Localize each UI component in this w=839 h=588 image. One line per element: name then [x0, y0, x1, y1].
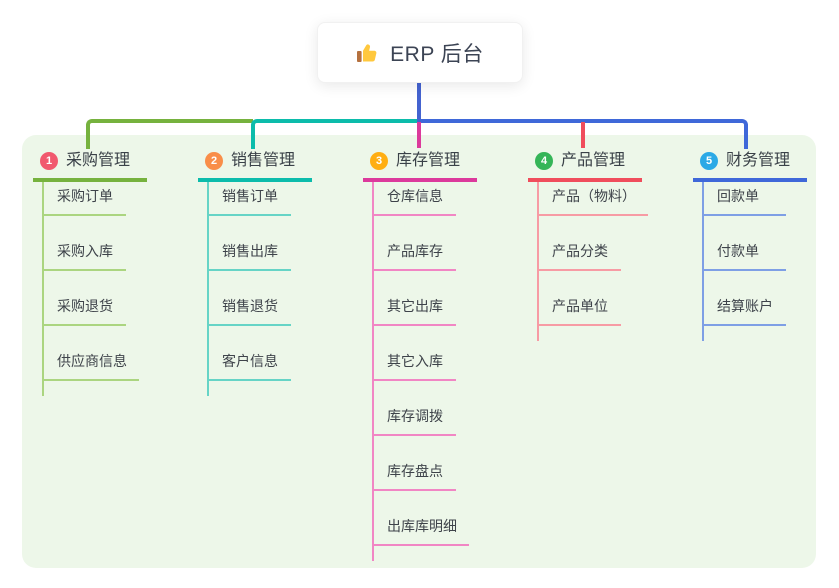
branch-header[interactable]: 5 财务管理	[693, 150, 807, 182]
branch-connector-line	[702, 182, 704, 341]
branch-number-badge: 2	[205, 151, 223, 170]
child-label: 仓库信息	[387, 188, 443, 204]
child-label: 其它入库	[387, 353, 443, 369]
child-label: 采购入库	[57, 243, 113, 259]
branch-label: 采购管理	[66, 152, 131, 169]
child-node[interactable]: 产品单位	[537, 296, 621, 326]
root-node[interactable]: ERP 后台	[317, 22, 523, 83]
branch-header[interactable]: 2 销售管理	[198, 150, 312, 182]
child-node[interactable]: 仓库信息	[372, 186, 456, 216]
branch-number-badge: 1	[40, 151, 58, 170]
child-node[interactable]: 供应商信息	[42, 351, 139, 381]
root-title: ERP 后台	[390, 42, 484, 66]
child-node[interactable]: 付款单	[702, 241, 786, 271]
branch-number-badge: 5	[700, 151, 718, 170]
child-node[interactable]: 客户信息	[207, 351, 291, 381]
branch-number-badge: 3	[370, 151, 388, 170]
child-label: 产品（物料）	[552, 188, 636, 204]
branch-3: 3 库存管理 仓库信息 产品库存 其它出库 其它入库 库存调拨 库存盘点 出库库…	[363, 150, 523, 561]
child-node[interactable]: 销售出库	[207, 241, 291, 271]
branch-connector-line	[372, 182, 374, 561]
child-label: 出库库明细	[387, 518, 457, 534]
child-node[interactable]: 采购订单	[42, 186, 126, 216]
child-label: 库存盘点	[387, 463, 443, 479]
child-label: 其它出库	[387, 298, 443, 314]
branch-label: 财务管理	[726, 152, 791, 169]
child-node[interactable]: 其它入库	[372, 351, 456, 381]
child-node[interactable]: 采购入库	[42, 241, 126, 271]
child-node[interactable]: 出库库明细	[372, 516, 469, 546]
child-node[interactable]: 产品分类	[537, 241, 621, 271]
child-label: 销售订单	[222, 188, 278, 204]
child-node[interactable]: 销售退货	[207, 296, 291, 326]
child-label: 产品库存	[387, 243, 443, 259]
child-node[interactable]: 销售订单	[207, 186, 291, 216]
branch-header[interactable]: 3 库存管理	[363, 150, 477, 182]
connector-branch-2	[251, 119, 418, 149]
child-label: 库存调拨	[387, 408, 443, 424]
child-label: 结算账户	[717, 298, 773, 314]
branch-label: 产品管理	[561, 152, 626, 169]
connector-root-stem	[417, 82, 421, 123]
branch-connector-line	[42, 182, 44, 396]
child-node[interactable]: 产品库存	[372, 241, 456, 271]
connector-branch-1	[86, 119, 253, 149]
child-label: 产品分类	[552, 243, 608, 259]
child-label: 产品单位	[552, 298, 608, 314]
branch-number-badge: 4	[535, 151, 553, 170]
branch-header[interactable]: 1 采购管理	[33, 150, 147, 182]
branch-5: 5 财务管理 回款单 付款单 结算账户	[693, 150, 839, 341]
child-node[interactable]: 结算账户	[702, 296, 786, 326]
branch-connector-line	[537, 182, 539, 341]
child-node[interactable]: 库存盘点	[372, 461, 456, 491]
branch-label: 库存管理	[396, 152, 461, 169]
child-node[interactable]: 库存调拨	[372, 406, 456, 436]
connector-branch-4	[581, 122, 585, 148]
branch-2: 2 销售管理 销售订单 销售出库 销售退货 客户信息	[198, 150, 358, 396]
branch-4: 4 产品管理 产品（物料） 产品分类 产品单位	[528, 150, 688, 341]
child-label: 采购订单	[57, 188, 113, 204]
child-label: 供应商信息	[57, 353, 127, 369]
child-node[interactable]: 其它出库	[372, 296, 456, 326]
branches-panel: 1 采购管理 采购订单 采购入库 采购退货 供应商信息 2 销售管理 销售订单 …	[22, 135, 816, 568]
child-label: 客户信息	[222, 353, 278, 369]
connector-branch-3	[417, 122, 421, 148]
branch-header[interactable]: 4 产品管理	[528, 150, 642, 182]
child-label: 付款单	[717, 243, 759, 259]
thumbs-up-icon	[356, 41, 380, 65]
connector-branch-5	[418, 119, 748, 149]
child-label: 采购退货	[57, 298, 113, 314]
branch-label: 销售管理	[231, 152, 296, 169]
child-label: 销售出库	[222, 243, 278, 259]
branch-1: 1 采购管理 采购订单 采购入库 采购退货 供应商信息	[33, 150, 193, 396]
child-node[interactable]: 产品（物料）	[537, 186, 648, 216]
child-node[interactable]: 采购退货	[42, 296, 126, 326]
child-label: 销售退货	[222, 298, 278, 314]
branch-connector-line	[207, 182, 209, 396]
child-label: 回款单	[717, 188, 759, 204]
child-node[interactable]: 回款单	[702, 186, 786, 216]
